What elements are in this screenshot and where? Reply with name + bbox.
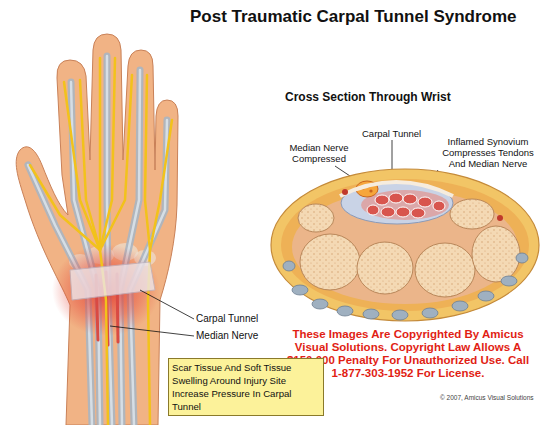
part-label: Inflamed Synovium Compresses Tendons And… xyxy=(436,136,540,169)
wrist-cross-section xyxy=(271,169,539,321)
part-label: Carpal Tunnel xyxy=(362,128,421,139)
wrist-cross-section xyxy=(337,306,353,316)
wrist-cross-section xyxy=(292,285,308,295)
part-label: Median Nerve Compressed xyxy=(283,142,355,164)
wrist-cross-section xyxy=(312,299,328,309)
wrist-cross-section xyxy=(367,205,379,215)
part-label: Carpal Tunnel xyxy=(196,313,258,324)
leader-line xyxy=(140,290,194,319)
note-box: Scar Tissue And Soft Tissue Swelling Aro… xyxy=(168,358,324,416)
wrist-cross-section xyxy=(422,308,438,318)
diagram-title: Post Traumatic Carpal Tunnel Syndrome xyxy=(190,7,517,27)
note-text: Scar Tissue And Soft Tissue Swelling Aro… xyxy=(172,361,320,413)
wrist-cross-section xyxy=(283,261,295,271)
wrist-cross-section xyxy=(418,197,432,207)
wrist-cross-section xyxy=(450,199,494,229)
wrist-cross-section xyxy=(472,226,520,282)
wrist-cross-section xyxy=(340,182,453,196)
hand-illustration xyxy=(80,80,100,250)
wrist-cross-section xyxy=(478,291,494,301)
hand-illustration xyxy=(16,34,178,425)
wrist-cross-section xyxy=(363,309,379,319)
wrist-cross-section xyxy=(281,179,529,311)
wrist-cross-section xyxy=(452,301,468,311)
wrist-cross-section xyxy=(357,242,413,294)
wrist-cross-section xyxy=(375,195,389,205)
hand-illustration xyxy=(99,58,102,250)
wrist-cross-section xyxy=(271,169,539,321)
hand-illustration xyxy=(70,262,155,300)
wrist-cross-section xyxy=(392,310,408,320)
leader-line xyxy=(110,326,194,336)
wrist-cross-section xyxy=(341,182,453,224)
wrist-cross-section xyxy=(516,253,528,263)
wrist-cross-section xyxy=(300,234,360,290)
wrist-cross-section xyxy=(369,189,372,192)
wrist-cross-section xyxy=(381,207,395,217)
wrist-cross-section xyxy=(415,243,475,297)
wrist-cross-section xyxy=(342,189,348,195)
wrist-cross-section xyxy=(389,193,403,203)
wrist-cross-section xyxy=(411,208,425,218)
hand-illustration xyxy=(145,75,150,250)
section-heading: Cross Section Through Wrist xyxy=(285,90,451,104)
wrist-cross-section xyxy=(501,276,517,286)
wrist-cross-section xyxy=(396,207,410,217)
hand-illustration xyxy=(16,34,178,425)
wrist-cross-section xyxy=(433,201,445,211)
wrist-cross-section xyxy=(298,204,334,232)
hand-illustration xyxy=(100,58,115,250)
hand-illustration xyxy=(100,75,132,250)
wrist-cross-section xyxy=(497,215,503,221)
wrist-cross-section xyxy=(403,194,417,204)
part-label: Median Nerve xyxy=(196,330,258,341)
copyright-note: © 2007, Amicus Visual Solutions xyxy=(440,394,534,401)
